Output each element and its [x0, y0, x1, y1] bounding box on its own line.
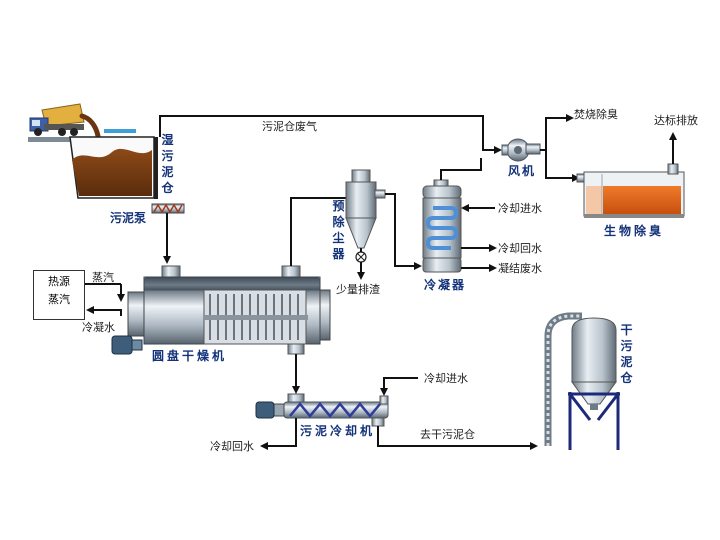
incineration-label: 焚烧除臭 [574, 108, 618, 121]
wastewater-label: 凝结废水 [498, 262, 542, 275]
wet-silo-label: 湿污泥仓 [161, 133, 174, 195]
sludge-cooler [273, 393, 389, 427]
bio-deodorizer [576, 163, 685, 218]
flow-to-condenser [385, 193, 422, 270]
bucket-elevator [544, 312, 582, 446]
slag-label: 少量排渣 [336, 283, 380, 296]
flow-silo-exhaust [159, 115, 502, 154]
flow-to-incineration [540, 114, 574, 151]
condenser-label: 冷凝器 [424, 278, 467, 292]
cooling-return-1-label: 冷却回水 [498, 242, 542, 255]
sludge-pump-label: 污泥泵 [110, 211, 147, 225]
pre-dust-collector-label: 预除尘器 [332, 199, 345, 261]
heat-source-box: 热源 蒸汽 [33, 270, 85, 320]
cooling-return-2-label: 冷却回水 [210, 440, 254, 453]
flow-dryer-vapor [290, 194, 354, 266]
dump-truck-icon [29, 103, 101, 139]
dry-silo-label: 干污泥仓 [620, 323, 633, 385]
emission-label: 达标排放 [654, 114, 698, 127]
condenser [422, 179, 462, 273]
fan-label: 风机 [508, 164, 537, 178]
silo-hatch [104, 129, 136, 133]
cooling-in-2-label: 冷却进水 [424, 372, 468, 385]
flow-condenser-to-fan [440, 158, 482, 180]
flow-cooling-return-2 [260, 418, 297, 450]
disc-dryer [127, 265, 331, 355]
to-dry-silo-label: 去干污泥仓 [420, 428, 475, 441]
cooler-motor-icon [255, 401, 275, 419]
dry-sludge-silo [568, 317, 620, 450]
fan-icon [501, 138, 541, 162]
silo-exhaust-label: 污泥仓废气 [262, 120, 317, 133]
bio-deodor-label: 生物除臭 [604, 224, 665, 238]
flow-to-bio [545, 150, 580, 182]
flow-to-dry-silo [377, 426, 538, 450]
cooling-in-1-label: 冷却进水 [498, 202, 542, 215]
disc-dryer-label: 圆盘干燥机 [152, 349, 228, 363]
heat-source-line2: 蒸汽 [48, 293, 70, 306]
steam-label: 蒸汽 [92, 271, 114, 284]
sludge-pump [151, 203, 185, 214]
flow-cooling-in-2 [380, 377, 418, 396]
pre-dust-collector [345, 169, 386, 249]
heat-source-line1: 热源 [48, 275, 70, 288]
valve-icon [355, 251, 367, 263]
condensate-label: 冷凝水 [82, 321, 115, 334]
motor-icon [111, 335, 143, 355]
sludge-cooler-label: 污泥冷却机 [300, 424, 376, 438]
wet-sludge-silo [69, 136, 158, 199]
